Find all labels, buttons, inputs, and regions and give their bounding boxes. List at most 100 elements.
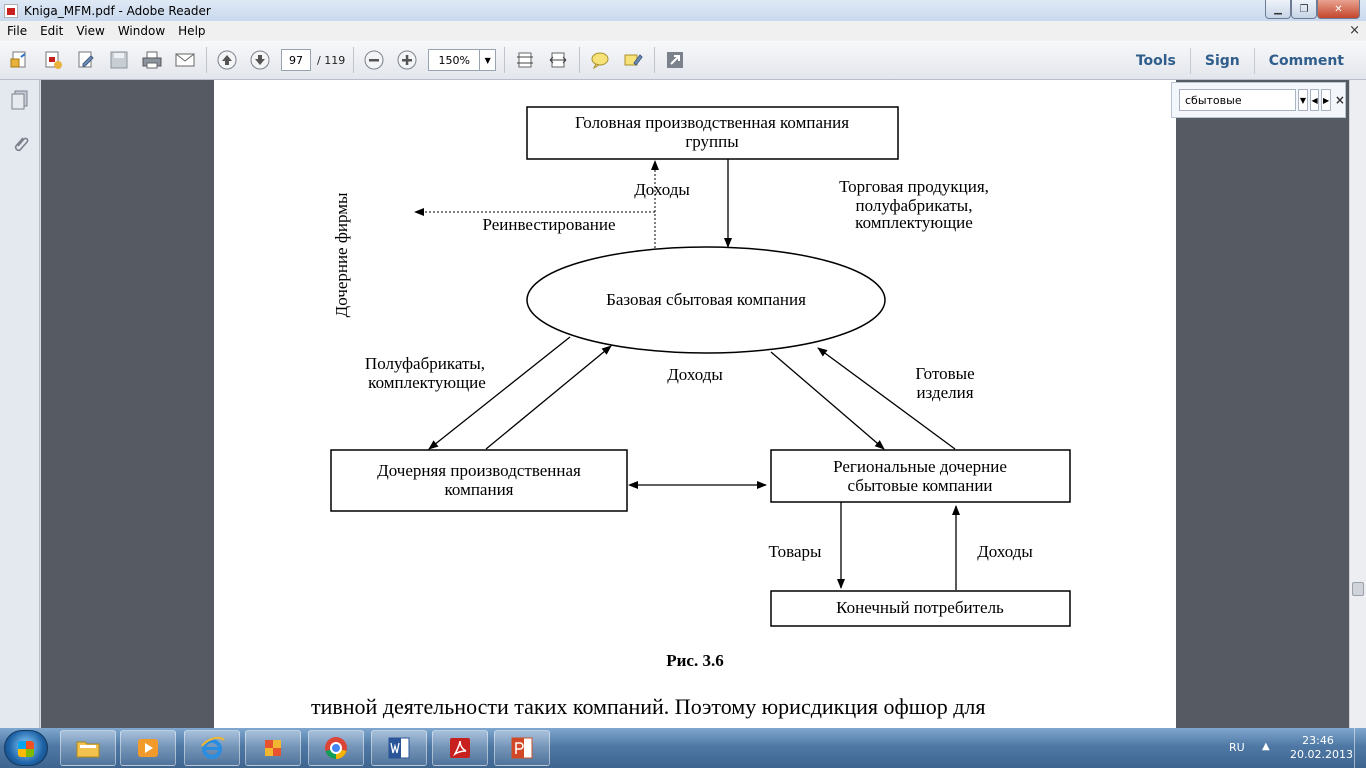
- menu-view[interactable]: View: [76, 24, 105, 38]
- consumer-box: [770, 590, 1071, 627]
- vertical-scrollbar[interactable]: [1349, 80, 1366, 728]
- arrow-subprod-to-base: [485, 345, 612, 450]
- maximize-button[interactable]: ❐: [1291, 0, 1317, 19]
- plus-icon: [397, 50, 417, 70]
- sign-link[interactable]: Sign: [1189, 47, 1254, 74]
- folder-icon: [76, 741, 100, 758]
- minus-icon: [364, 50, 384, 70]
- arrow-base-to-subprod: [428, 336, 571, 450]
- create-pdf-button[interactable]: [40, 47, 66, 73]
- chevron-down-icon[interactable]: ▼: [479, 50, 495, 70]
- consumer-label: Конечный потребитель: [836, 598, 1004, 617]
- previous-page-button[interactable]: [214, 47, 240, 73]
- menu-file[interactable]: File: [7, 24, 28, 38]
- menu-window[interactable]: Window: [117, 24, 166, 38]
- head-company-box: [526, 106, 899, 160]
- find-input[interactable]: сбытовые: [1179, 89, 1297, 111]
- adobe-reader-icon: [450, 738, 470, 758]
- semi-label-2: комплектующие: [368, 373, 486, 392]
- minimize-button[interactable]: ▁: [1265, 0, 1291, 19]
- figure-caption: Рис. 3.6: [666, 651, 723, 670]
- pdf-app-icon: [4, 3, 18, 18]
- find-next-icon[interactable]: ▶: [1321, 89, 1331, 111]
- taskbar-word[interactable]: [371, 730, 427, 766]
- sticky-note-button[interactable]: [587, 47, 613, 73]
- taskbar-puzzle-app[interactable]: [245, 730, 301, 766]
- body-paragraph: тивной деятельности таких компаний. Поэт…: [311, 694, 986, 719]
- highlighter-icon: [624, 54, 643, 66]
- find-close-icon[interactable]: ×: [1334, 93, 1345, 107]
- comment-bubble-icon: [591, 52, 609, 70]
- income-mid-label: Доходы: [667, 365, 723, 384]
- envelope-icon: [175, 53, 195, 67]
- printer-icon: [142, 51, 162, 69]
- create-pdf-icon: [45, 51, 62, 69]
- navigation-pane: [0, 80, 40, 728]
- arrow-regional-to-base: [817, 347, 956, 450]
- close-button[interactable]: ✕: [1317, 0, 1360, 19]
- system-clock[interactable]: 23:46 20.02.2013: [1290, 734, 1353, 762]
- full-screen-button[interactable]: [662, 47, 688, 73]
- org-diagram: Головная производственная компания групп…: [330, 106, 1071, 670]
- fit-width-icon: [549, 52, 567, 68]
- start-button[interactable]: [4, 730, 48, 766]
- menu-edit[interactable]: Edit: [40, 24, 64, 38]
- sub-prod-label-1: Дочерняя производственная: [377, 461, 581, 480]
- trade-label-1: Торговая продукция,: [839, 177, 989, 196]
- toolbar-separator: [504, 47, 506, 73]
- toolbar-separator: [206, 47, 207, 73]
- sub-prod-label-2: компания: [445, 480, 514, 499]
- regional-label-2: сбытовые компании: [847, 476, 992, 495]
- taskbar-media-player[interactable]: [120, 730, 176, 766]
- fit-width-button[interactable]: [545, 47, 571, 73]
- fit-page-button[interactable]: [512, 47, 538, 73]
- taskbar-internet-explorer[interactable]: [184, 730, 240, 766]
- input-language[interactable]: RU: [1229, 741, 1245, 754]
- finished-label-2: изделия: [916, 383, 973, 402]
- page-total: / 119: [317, 53, 346, 67]
- clock-time: 23:46: [1302, 734, 1334, 747]
- find-options-chevron-icon[interactable]: ▼: [1298, 89, 1308, 111]
- reinvest-label: Реинвестирование: [482, 215, 615, 234]
- show-desktop-button[interactable]: [1354, 728, 1366, 768]
- word-icon: [388, 737, 410, 759]
- edit-document-icon: [78, 51, 94, 68]
- scrollbar-thumb[interactable]: [1352, 582, 1364, 596]
- head-company-label: Головная производственная компания: [575, 113, 849, 132]
- save-button[interactable]: [106, 47, 132, 73]
- puzzle-icon: [265, 740, 281, 756]
- paperclip-icon: [14, 137, 29, 152]
- page-thumbnails-button[interactable]: [8, 88, 32, 112]
- close-document-icon[interactable]: ×: [1349, 23, 1360, 38]
- attachments-button[interactable]: [8, 132, 32, 156]
- zoom-select[interactable]: 150% ▼: [428, 49, 497, 71]
- taskbar-explorer[interactable]: [60, 730, 116, 766]
- taskbar-chrome[interactable]: [308, 730, 364, 766]
- save-icon: [110, 51, 128, 69]
- tools-link[interactable]: Tools: [1135, 52, 1176, 69]
- email-button[interactable]: [172, 47, 198, 73]
- page-number-input[interactable]: 97: [281, 49, 311, 71]
- toolbar-separator: [654, 47, 656, 73]
- pdf-page: Головная производственная компания групп…: [214, 80, 1176, 728]
- zoom-out-button[interactable]: [361, 47, 387, 73]
- print-button[interactable]: [139, 47, 165, 73]
- trade-label-2: полуфабрикаты,: [856, 196, 973, 215]
- taskbar: RU ▲ 23:46 20.02.2013: [0, 728, 1366, 768]
- menu-help[interactable]: Help: [178, 24, 206, 38]
- find-previous-icon[interactable]: ◀: [1309, 89, 1320, 111]
- taskbar-adobe-reader[interactable]: [432, 730, 488, 766]
- tray-expand-icon[interactable]: ▲: [1262, 741, 1270, 752]
- edit-button[interactable]: [73, 47, 99, 73]
- subsidiaries-vertical-label: Дочерние фирмы: [332, 192, 351, 317]
- taskbar-powerpoint[interactable]: [494, 730, 550, 766]
- zoom-in-button[interactable]: [394, 47, 420, 73]
- zoom-value: 150%: [438, 53, 470, 67]
- comment-link[interactable]: Comment: [1253, 47, 1358, 74]
- arrow-base-to-regional: [770, 351, 885, 450]
- next-page-button[interactable]: [247, 47, 273, 73]
- highlight-button[interactable]: [620, 47, 646, 73]
- semi-label-1: Полуфабрикаты,: [365, 354, 485, 373]
- open-button[interactable]: [7, 47, 33, 73]
- document-area[interactable]: Головная производственная компания групп…: [41, 80, 1349, 728]
